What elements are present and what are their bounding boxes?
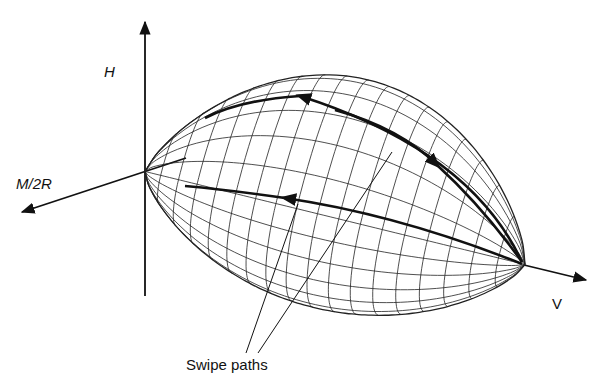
wireframe-line [145, 172, 525, 312]
swipe-path [185, 186, 285, 198]
wireframe-line [157, 134, 176, 204]
wireframe-line [246, 76, 303, 284]
wireframe-line [190, 98, 230, 244]
wireframe-line [328, 87, 389, 312]
wireframe-line [145, 172, 525, 316]
callout-label: Swipe paths [186, 357, 268, 374]
axis-label: V [552, 296, 562, 313]
leader-line [246, 204, 298, 353]
swipe-path [205, 96, 300, 118]
wireframe-line [145, 172, 525, 266]
wireframe-line [227, 80, 279, 273]
wireframe-line [307, 80, 369, 307]
leader-lines [246, 152, 392, 353]
swipe-paths [185, 96, 522, 264]
wireframe-line [266, 75, 325, 294]
swipe-path [437, 165, 522, 262]
swipe-path [300, 96, 522, 262]
wireframe-line [145, 161, 525, 264]
leader-line [258, 152, 392, 353]
axis-label: H [104, 64, 115, 81]
axes [22, 22, 586, 296]
h-axis [144, 22, 146, 296]
swipe-path [335, 110, 437, 165]
ellipsoid-wireframe [145, 75, 525, 315]
wireframe-line [173, 113, 204, 226]
v-axis [524, 265, 586, 280]
axis-label: M/2R [16, 176, 52, 193]
wireframe-line [145, 136, 525, 265]
wireframe-line [145, 172, 525, 265]
wireframe-line [145, 91, 525, 265]
wireframe-line [495, 217, 514, 287]
